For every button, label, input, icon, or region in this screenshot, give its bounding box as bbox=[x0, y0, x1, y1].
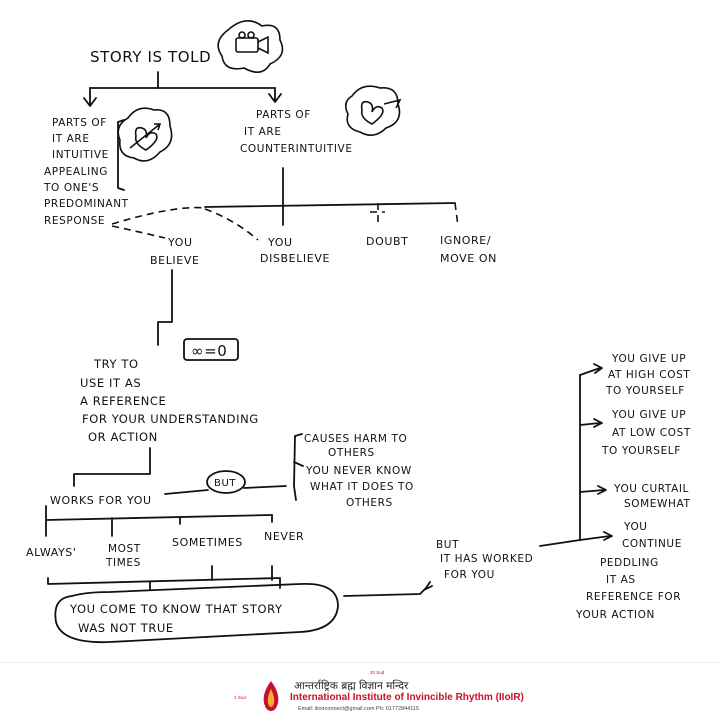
institute-logo-icon bbox=[263, 681, 279, 711]
footer-top-small: 20 Sud bbox=[370, 670, 385, 675]
never-label: NEVER bbox=[264, 530, 304, 543]
come-to-know-label: YOU COME TO KNOW THAT STORY WAS NOT TRUE bbox=[69, 602, 287, 635]
try-to-use-label: TRY TO USE IT AS A REFERENCE FOR YOUR UN… bbox=[80, 357, 263, 444]
you-believe-label: YOU BELIEVE bbox=[150, 236, 200, 267]
give-up-high-label: YOU GIVE UP AT HIGH COST TO YOURSELF bbox=[605, 353, 694, 397]
institute-banner: आन्तर्राष्ट्रिक ब्रह्म विज्ञान मन्दिर In… bbox=[234, 670, 524, 717]
svg-text:∞=0: ∞=0 bbox=[191, 342, 227, 360]
institute-hindi-title: आन्तर्राष्ट्रिक ब्रह्म विज्ञान मन्दिर bbox=[294, 680, 409, 692]
ignore-label: IGNORE/ MOVE ON bbox=[440, 234, 497, 265]
heart-arrow-icon bbox=[117, 107, 173, 162]
curtail-label: YOU CURTAIL SOMEWHAT bbox=[613, 483, 693, 510]
svg-text:BUT: BUT bbox=[214, 478, 236, 489]
but-it-worked-label: BUT IT HAS WORKED FOR YOU bbox=[436, 539, 537, 581]
never-know-label: YOU NEVER KNOW WHAT IT DOES TO OTHERS bbox=[305, 465, 418, 509]
always-label: ALWAYS' bbox=[26, 546, 77, 559]
institute-contact: Email: iiioirconnect@gmail.com Ph: 01772… bbox=[298, 706, 420, 712]
footer: आन्तर्राष्ट्रिक ब्रह्म विज्ञान मन्दिर In… bbox=[0, 662, 720, 721]
but-badge: BUT bbox=[206, 470, 246, 494]
story-is-told-label: STORY IS TOLD bbox=[90, 48, 211, 66]
broken-heart-icon bbox=[344, 85, 402, 136]
doubt-label: DOUBT bbox=[366, 235, 408, 248]
intuitive-label: PARTS OF IT ARE INTUITIVE APPEALING TO O… bbox=[43, 117, 133, 227]
continue-label: YOU CONTINUE PEDDLING IT AS REFERENCE FO… bbox=[575, 521, 686, 621]
works-for-you-label: WORKS FOR YOU bbox=[50, 494, 152, 507]
camera-icon bbox=[217, 20, 284, 73]
institute-english-title: International Institute of Invincible Rh… bbox=[290, 692, 524, 703]
give-up-low-label: YOU GIVE UP AT LOW COST TO YOURSELF bbox=[601, 409, 695, 457]
sometimes-label: SOMETIMES bbox=[172, 536, 243, 549]
connectors bbox=[45, 71, 613, 644]
you-disbelieve-label: YOU DISBELIEVE bbox=[260, 236, 330, 265]
footer-left-small: 1 Sud bbox=[234, 695, 246, 700]
causes-harm-label: CAUSES HARM TO OTHERS bbox=[304, 433, 411, 459]
infinity-badge: ∞=0 bbox=[183, 338, 239, 361]
most-times-label: MOST TIMES bbox=[105, 543, 145, 569]
counterintuitive-label: PARTS OF IT ARE COUNTERINTUITIVE bbox=[240, 109, 353, 155]
